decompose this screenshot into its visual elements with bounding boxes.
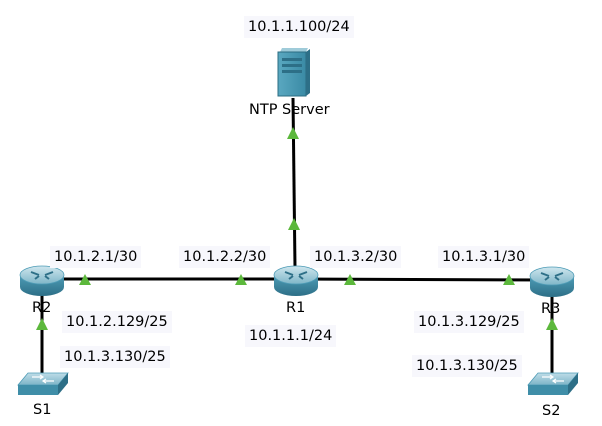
link-up-indicator-icon xyxy=(235,274,247,285)
link-up-indicator-icon xyxy=(288,218,300,230)
r3-s2-link-r3-address-label: 10.1.3.129/25 xyxy=(414,311,524,333)
r2-r1-link-r1-address-label: 10.1.2.2/30 xyxy=(179,246,271,268)
switch-s1-icon[interactable] xyxy=(17,372,69,395)
r2-r1-link-r2-address-label: 10.1.2.1/30 xyxy=(50,246,142,268)
link-r1-ntp-server[interactable] xyxy=(291,97,297,269)
router-r1-icon[interactable] xyxy=(273,265,319,296)
r2-s1-link-r2-address-label: 10.1.2.129/25 xyxy=(62,311,172,333)
router-r3-icon[interactable] xyxy=(529,266,575,297)
ntp-server-address-label: 10.1.1.100/24 xyxy=(244,16,354,38)
link-up-indicator-icon xyxy=(503,274,515,285)
link-up-indicator-icon xyxy=(36,318,48,330)
link-up-indicator-icon xyxy=(344,274,356,285)
switch-s2-icon[interactable] xyxy=(527,372,579,395)
link-up-indicator-icon xyxy=(79,274,91,285)
router-r2-icon[interactable] xyxy=(19,265,65,296)
r1-r3-link-r3-address-label: 10.1.3.1/30 xyxy=(438,246,530,268)
r1-name: R1 xyxy=(286,300,306,316)
link-indicators xyxy=(36,127,558,330)
r2-name: R2 xyxy=(32,300,52,316)
r2-s1-link-s1-address-label: 10.1.3.130/25 xyxy=(60,346,170,368)
s2-name: S2 xyxy=(542,403,561,419)
r3-s2-link-s2-address-label: 10.1.3.130/25 xyxy=(412,355,522,377)
link-r1-r3[interactable] xyxy=(294,277,553,282)
r3-name: R3 xyxy=(541,301,561,317)
r1-lan-address-label: 10.1.1.1/24 xyxy=(245,325,337,347)
link-up-indicator-icon xyxy=(546,318,558,330)
ntp-server-name: NTP Server xyxy=(249,102,330,118)
r1-r3-link-r1-address-label: 10.1.3.2/30 xyxy=(310,246,402,268)
s1-name: S1 xyxy=(33,402,52,418)
link-up-indicator-icon xyxy=(287,127,299,139)
ntp-server-icon[interactable] xyxy=(277,48,310,97)
